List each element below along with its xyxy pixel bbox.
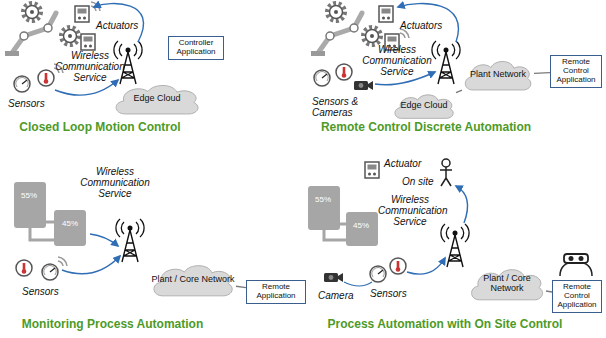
cloud-label: Plant / Core Network xyxy=(468,274,546,294)
panel-caption: Monitoring Process Automation xyxy=(0,318,225,331)
component-label: Actuator xyxy=(384,158,421,169)
actuator-icon xyxy=(81,34,95,50)
network-link xyxy=(534,72,550,74)
camera-icon xyxy=(354,81,373,90)
wireless-arrow xyxy=(456,186,468,223)
application-box: Remote Control Application xyxy=(550,55,602,88)
robot-arm xyxy=(5,13,56,56)
network-cloud: Edge Cloud xyxy=(112,82,202,116)
network-cloud: Edge Cloud xyxy=(392,92,456,120)
component-label: Wireless Communication Service xyxy=(378,194,442,227)
component-label: Sensors xyxy=(22,286,59,297)
wireless-arrow xyxy=(344,282,372,286)
process-tank xyxy=(346,212,378,246)
actuator-icon xyxy=(75,6,89,22)
application-box: Remote Application xyxy=(246,280,306,304)
component-label: Wireless Communication Service xyxy=(80,166,150,199)
gauge-icon xyxy=(14,76,30,92)
panel-caption: Closed Loop Motion Control xyxy=(0,121,200,134)
thermometer-icon xyxy=(390,258,406,274)
gear-icon xyxy=(61,27,79,45)
thermometer-icon xyxy=(336,64,352,80)
wireless-arrow xyxy=(62,256,120,274)
component-label: Sensors & Cameras xyxy=(312,96,368,118)
cloud-shape xyxy=(116,85,198,114)
process-pipe xyxy=(324,224,346,240)
network-link xyxy=(236,286,246,287)
component-label: Sensors xyxy=(370,288,407,299)
signal-waves xyxy=(58,257,67,266)
process-tank xyxy=(14,182,46,228)
network-cloud: Plant Network xyxy=(462,58,534,92)
cloud-label: Edge Cloud xyxy=(133,94,180,104)
fill-level: 55% xyxy=(315,196,331,205)
application-box: Remote Control Application xyxy=(552,280,602,313)
cloud-label: Plant Network xyxy=(470,70,526,80)
process-tank xyxy=(308,186,340,230)
wireless-arrow xyxy=(90,234,118,246)
application-label: Remote Application xyxy=(249,283,303,301)
person-icon xyxy=(440,159,452,186)
gauge-icon xyxy=(370,266,386,282)
component-label: Actuators xyxy=(96,20,138,31)
cloud-shape xyxy=(395,95,453,118)
process-tank xyxy=(54,210,86,246)
actuator-icon xyxy=(379,6,393,22)
antenna-icon xyxy=(441,224,469,267)
gauge-icon xyxy=(42,264,58,280)
gear-icon xyxy=(363,27,381,45)
wireless-arrow xyxy=(398,4,458,42)
gauge-icon xyxy=(314,70,330,86)
fill-level: 55% xyxy=(21,192,37,201)
antenna-icon xyxy=(116,219,144,262)
cloud-shape xyxy=(465,61,531,90)
gear-icon xyxy=(327,3,345,21)
thermometer-icon xyxy=(38,70,54,86)
component-label: On site xyxy=(402,176,434,187)
component-label: Actuators xyxy=(400,20,442,31)
fill-level: 45% xyxy=(62,220,78,229)
antenna-icon xyxy=(432,41,460,84)
application-box: Controller Application xyxy=(168,36,224,60)
actuator-icon xyxy=(365,162,379,178)
camera-icon xyxy=(324,273,343,282)
fill-level: 45% xyxy=(353,222,369,231)
cloud-label: Plant / Core Network xyxy=(151,275,234,285)
component-label: Wireless Communication Service xyxy=(55,50,125,83)
wireless-arrow xyxy=(94,4,144,42)
application-label: Remote Control Application xyxy=(555,283,599,309)
process-pipe xyxy=(30,222,54,240)
panel-caption: Remote Control Discrete Automation xyxy=(310,121,542,134)
wireless-arrow xyxy=(407,258,445,274)
application-label: Controller Application xyxy=(171,39,221,57)
component-label: Sensors xyxy=(8,98,45,109)
panel-caption: Process Automation with On Site Control xyxy=(322,318,568,331)
component-label: Camera xyxy=(318,290,354,301)
thermometer-icon xyxy=(16,260,32,276)
cloud-label: Edge Cloud xyxy=(400,101,447,111)
component-label: Wireless Communication Service xyxy=(362,44,432,77)
network-cloud: Plant / Core Network xyxy=(468,266,546,302)
application-label: Remote Control Application xyxy=(553,58,599,84)
gear-icon xyxy=(23,3,41,21)
network-link xyxy=(456,90,462,93)
vr-operator-icon xyxy=(560,254,592,276)
network-cloud: Plant / Core Network xyxy=(150,262,236,298)
